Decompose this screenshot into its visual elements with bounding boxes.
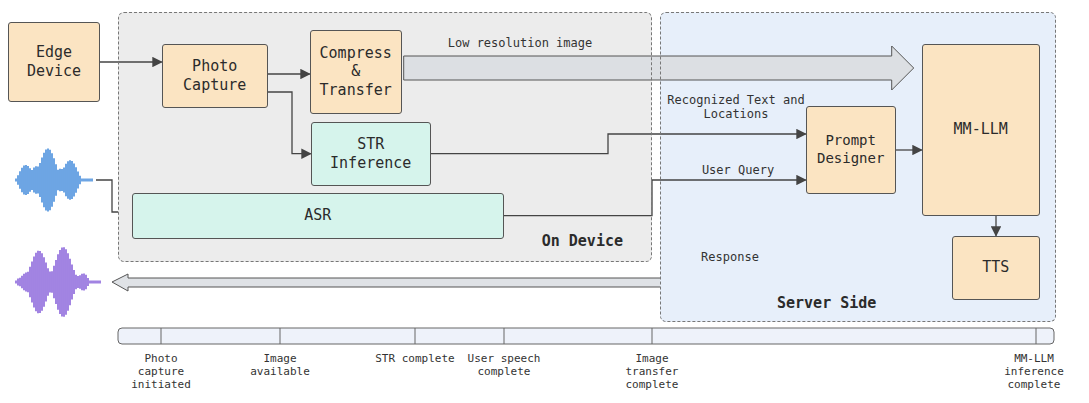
- region-fill: [118, 12, 652, 262]
- timeline-tick: [504, 328, 505, 344]
- timeline-tick: [161, 328, 162, 344]
- region-heading: On Device: [542, 232, 623, 251]
- connector: [100, 61, 162, 62]
- edge-label: Recognized Text and Locations: [664, 93, 808, 122]
- connector: [995, 216, 996, 236]
- model-box: ASR: [132, 193, 504, 239]
- timeline-label: STR complete: [373, 352, 457, 365]
- connector: [504, 180, 806, 216]
- model-box: MM-LLM: [922, 44, 1040, 216]
- node-label: Photo Capture: [167, 57, 263, 95]
- timeline-label: Image available: [238, 352, 322, 378]
- data-flow-arrow: [404, 46, 914, 90]
- timeline-label: User speech complete: [462, 352, 546, 378]
- timeline-ticks: [161, 328, 1036, 344]
- node-label: Prompt Designer: [811, 132, 891, 167]
- node-label: Edge Device: [13, 43, 95, 81]
- flow-label: Response: [685, 250, 775, 264]
- timeline-tick: [415, 328, 416, 344]
- process-box: Prompt Designer: [806, 106, 896, 194]
- node-label: Compress & Transfer: [315, 44, 397, 100]
- edge-label: Low resolution image: [420, 36, 620, 50]
- process-box: Photo Capture: [162, 44, 268, 108]
- node-label: TTS: [982, 258, 1009, 277]
- response-waveform: [16, 247, 100, 317]
- connector: [268, 73, 310, 74]
- timeline-tick: [652, 328, 653, 344]
- timeline-label: Photo capture initiated: [119, 352, 203, 392]
- timeline-tick: [1036, 328, 1037, 344]
- connector: [896, 149, 922, 150]
- node-label: ASR: [304, 206, 331, 225]
- node-label: STR Inference: [316, 135, 426, 173]
- timeline-label: MM-LLM inference complete: [984, 352, 1084, 392]
- timeline-bar: [118, 328, 1054, 344]
- model-box: STR Inference: [311, 122, 431, 186]
- process-box: TTS: [952, 236, 1040, 300]
- connector: [268, 92, 311, 154]
- device-box: Edge Device: [8, 22, 100, 102]
- node-label: MM-LLM: [954, 120, 1008, 139]
- speech-waveform: [16, 148, 92, 211]
- process-box: Compress & Transfer: [310, 30, 402, 114]
- region-heading: Server Side: [777, 294, 876, 313]
- timeline-tick: [280, 328, 281, 344]
- connector: [431, 134, 806, 154]
- timeline-label: Image transfer complete: [610, 352, 694, 392]
- edge-label: User Query: [686, 163, 790, 177]
